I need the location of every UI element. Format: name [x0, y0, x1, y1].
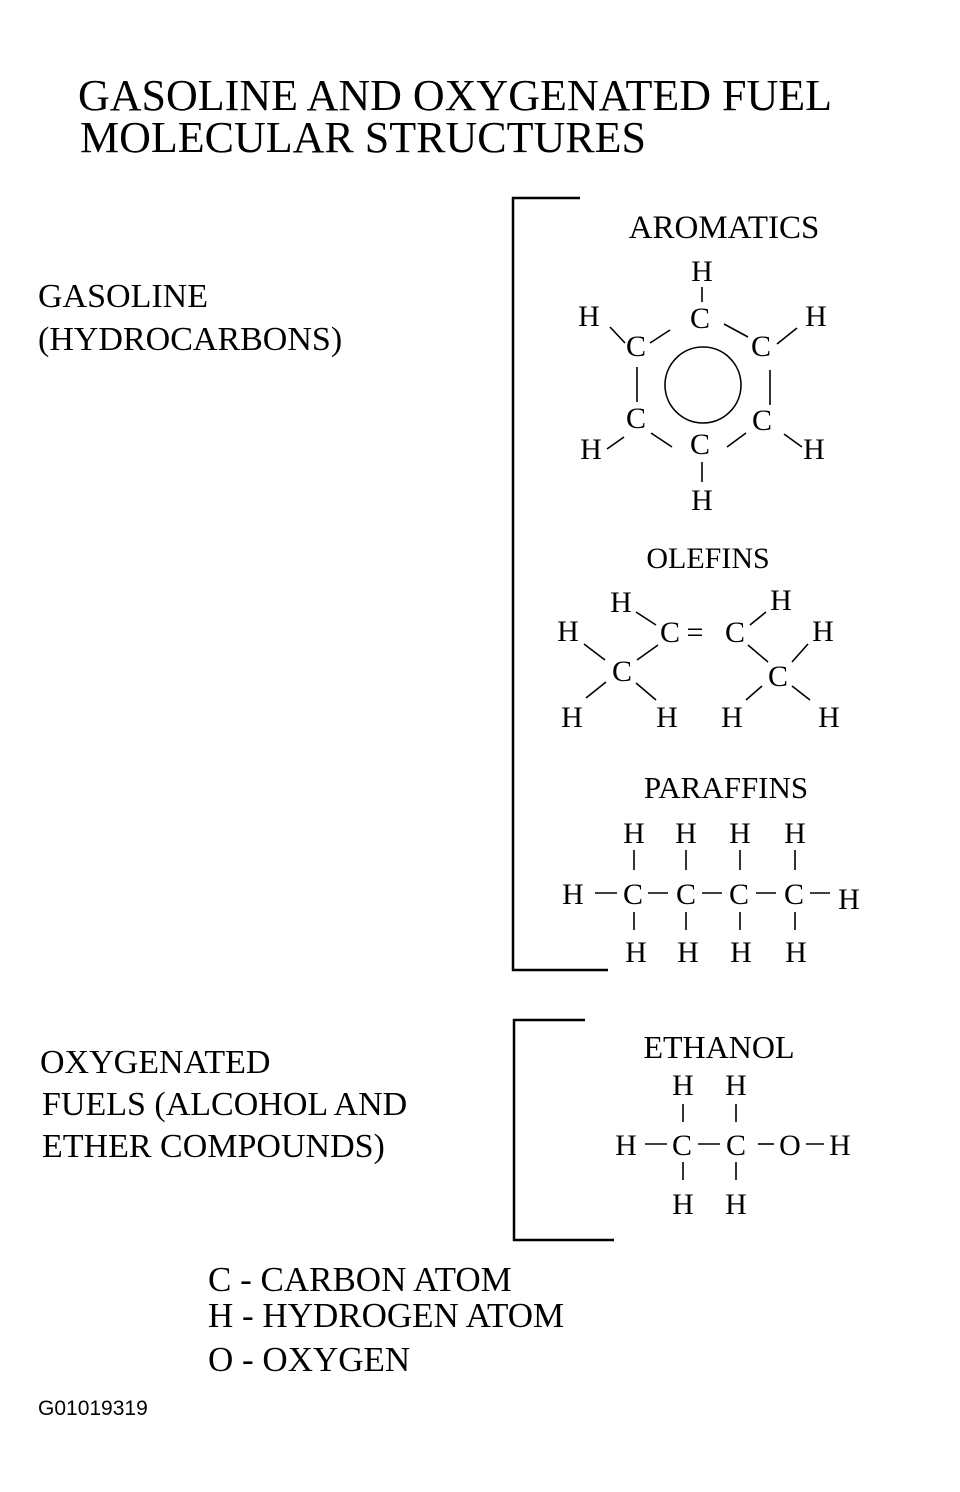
c-atom: C: [752, 404, 772, 437]
c-atom: C: [626, 402, 646, 435]
legend-hydrogen: H - HYDROGEN ATOM: [208, 1296, 565, 1335]
c-atom: C: [626, 330, 646, 363]
c-atom: C: [676, 878, 696, 911]
c-atom: C: [725, 616, 745, 649]
title-line-2: MOLECULAR STRUCTURES: [80, 113, 646, 162]
legend-carbon: C - CARBON ATOM: [208, 1260, 512, 1299]
h-atom: H: [562, 878, 584, 911]
gasoline-bracket: [511, 196, 608, 972]
h-atom: H: [623, 817, 645, 850]
h-atom: H: [721, 701, 743, 734]
c-atom: C: [729, 878, 749, 911]
h-atom: H: [785, 936, 807, 969]
h-atom: H: [672, 1069, 694, 1102]
oxygenated-bracket: [512, 1018, 614, 1242]
paraffins-structure: H H H H H C C C C H H H H H: [562, 817, 860, 969]
h-atom: H: [677, 936, 699, 969]
gasoline-label-line-2: (HYDROCARBONS): [38, 321, 343, 358]
c-atom: C: [726, 1129, 746, 1162]
h-atom: H: [675, 817, 697, 850]
olefins-heading: OLEFINS: [646, 542, 769, 575]
h-atom: H: [672, 1188, 694, 1221]
c-atom: C: [690, 428, 710, 461]
h-atom: H: [812, 615, 834, 648]
aromatics-heading: AROMATICS: [629, 210, 820, 246]
legend-oxygen: O - OXYGEN: [208, 1340, 411, 1379]
h-atom: H: [725, 1069, 747, 1102]
h-atom: H: [578, 300, 600, 333]
ethanol-structure: H H H C C O H H H: [615, 1069, 851, 1221]
h-atom: H: [656, 701, 678, 734]
o-atom: O: [779, 1129, 801, 1162]
olefins-structure: H H H C = C H C C H H H H: [557, 584, 840, 734]
c-atom: C: [768, 660, 788, 693]
c-atom: C: [612, 655, 632, 688]
h-atom: H: [770, 584, 792, 617]
h-atom: H: [818, 701, 840, 734]
h-atom: H: [730, 936, 752, 969]
c-atom: C: [623, 878, 643, 911]
h-atom: H: [610, 586, 632, 619]
c-atom: C: [672, 1129, 692, 1162]
h-atom: H: [784, 817, 806, 850]
h-atom: H: [615, 1129, 637, 1162]
oxygenated-label-line-3: ETHER COMPOUNDS): [42, 1128, 385, 1165]
h-atom: H: [580, 433, 602, 466]
gasoline-label-line-1: GASOLINE: [38, 278, 208, 315]
h-atom: H: [561, 701, 583, 734]
oxygenated-label-line-2: FUELS (ALCOHOL AND: [42, 1086, 408, 1123]
double-bond: =: [687, 616, 704, 649]
paraffins-heading: PARAFFINS: [644, 770, 808, 805]
c-atom: C: [784, 878, 804, 911]
title-line-1: GASOLINE AND OXYGENATED FUEL: [78, 71, 833, 120]
c-atom: C: [660, 616, 680, 649]
figure-code: G01019319: [38, 1397, 148, 1420]
h-atom: H: [838, 883, 860, 916]
h-atom: H: [803, 433, 825, 466]
h-atom: H: [729, 817, 751, 850]
h-atom: H: [691, 484, 713, 517]
h-atom: H: [557, 615, 579, 648]
h-atom: H: [625, 936, 647, 969]
h-atom: H: [725, 1188, 747, 1221]
h-atom: H: [829, 1129, 851, 1162]
h-atom: H: [805, 300, 827, 333]
aromatics-structure: H C H H C C C C H C H H: [578, 255, 827, 517]
ethanol-heading: ETHANOL: [643, 1029, 794, 1065]
c-atom: C: [751, 330, 771, 363]
oxygenated-label-line-1: OXYGENATED: [40, 1044, 271, 1081]
c-atom: C: [690, 302, 710, 335]
h-atom: H: [691, 255, 713, 288]
